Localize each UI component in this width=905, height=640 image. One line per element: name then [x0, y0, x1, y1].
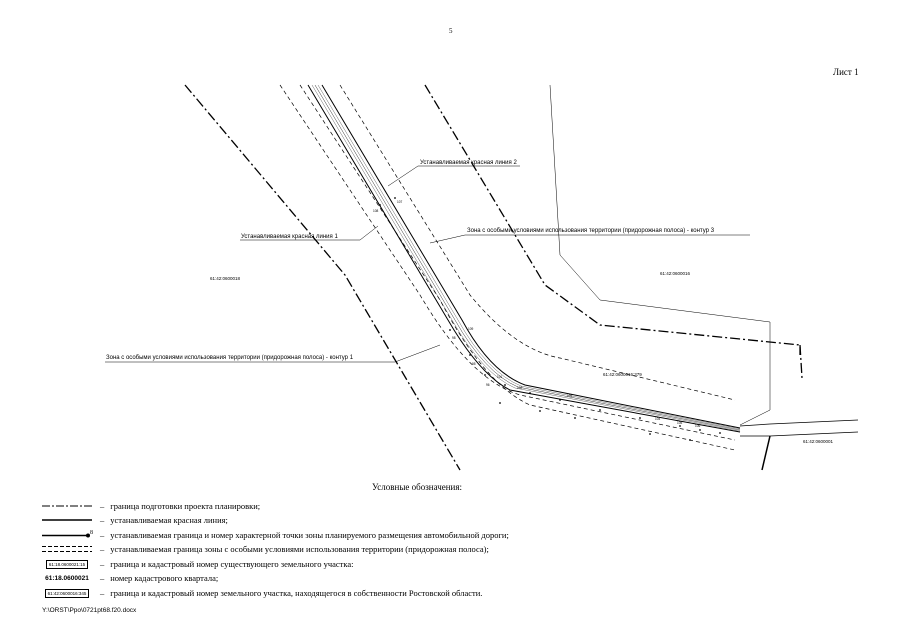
legend-dash: –: [100, 544, 105, 554]
sheet-label: Лист 1: [833, 67, 859, 77]
point-number: 98: [452, 336, 456, 340]
legend-symbol-point-line: 8: [40, 529, 94, 541]
legend-regional-parcel-box: 61:42:0600016:345: [44, 588, 90, 598]
legend-symbol-parcel-box: 61:18.0600021:15: [40, 558, 94, 570]
road-zone-boundary-right: [339, 84, 736, 401]
point-number: 102: [517, 386, 523, 390]
legend-row-existing-parcel: 61:18.0600021:15 – граница и кадастровый…: [40, 558, 354, 570]
point-number: 95: [472, 362, 476, 366]
road-edge-inner-1: [311, 84, 741, 432]
legend-row-zone-boundary: – устанавливаемая граница зоны с особыми…: [40, 543, 489, 555]
page-number: 5: [449, 27, 453, 35]
legend-text: номер кадастрового квартала;: [110, 573, 219, 583]
point-number: 96: [486, 383, 490, 387]
legend-dash: –: [100, 530, 105, 540]
cadastral-quarter-left: 61:42:0600018: [210, 276, 241, 281]
legend-symbol-quarter-number: 61:18.0600021: [40, 572, 94, 584]
planning-map: 98 95 96 101 102 103 104 105 106 107 108…: [105, 84, 859, 471]
road-zone-boundary-left: [279, 84, 736, 441]
legend-text: граница подготовки проекта планировки;: [110, 501, 261, 511]
legend-symbol-dash-dot: [40, 500, 94, 512]
leader-zone-1: [105, 344, 441, 363]
planning-boundary-right-stub: [799, 344, 803, 379]
legend-dash: –: [100, 588, 105, 598]
red-line-2: [321, 84, 741, 429]
legend-text: устанавливаемая граница и номер характер…: [110, 530, 509, 540]
legend-text: устанавливаемая граница зоны с особыми у…: [110, 544, 489, 554]
red-line-1: [307, 84, 741, 433]
legend-text: граница и кадастровый номер земельного у…: [110, 588, 483, 598]
parcel-boundary: [549, 84, 771, 426]
cadastral-parcel-small: 61:42:0600016:379: [603, 372, 642, 377]
legend-row-red-line: – устанавливаемая красная линия;: [40, 514, 228, 526]
file-path: Y:\ORST\Ppo\0721pt68.f20.docx: [42, 607, 137, 614]
legend-symbol-solid-line: [40, 514, 94, 526]
point-number: 108: [373, 209, 379, 213]
legend-text: устанавливаемая красная линия;: [110, 515, 228, 525]
label-red-line-1: Устанавливаемая красная линия 1: [241, 234, 338, 240]
legend-symbol-dashed-band: [40, 543, 94, 555]
point-number: 104: [655, 417, 661, 421]
point-number: 109: [468, 327, 474, 331]
road-point-numbers: 98 95 96 101 102 103 104 105 106 107 108…: [373, 200, 701, 428]
legend-row-road-zone-points: 8 – устанавливаемая граница и номер хара…: [40, 529, 509, 541]
legend-title: Условные обозначения:: [372, 482, 463, 492]
planning-boundary-left: [184, 84, 461, 471]
point-number: 103: [567, 394, 573, 398]
road-axis: [314, 84, 741, 431]
legend-row-cadastral-quarter: 61:18.0600021 – номер кадастрового кварт…: [40, 572, 218, 584]
quarter-boundary-bottom-right: [761, 435, 771, 471]
road-edge-inner-2: [317, 84, 741, 430]
point-number: 105: [677, 421, 683, 425]
label-red-line-2: Устанавливаемая красная линия 2: [420, 160, 517, 166]
label-zone-contour-1: Зона с особыми условиями использования т…: [106, 355, 354, 361]
road-continuation-top: [739, 419, 859, 427]
point-number: 101: [497, 375, 503, 379]
cadastral-quarter-right: 61:42:0600016: [660, 271, 691, 276]
legend-dash: –: [100, 515, 105, 525]
legend-row-regional-parcel: 61:42:0600016:345 – граница и кадастровы…: [40, 587, 482, 599]
leader-zone-3: [429, 234, 750, 244]
legend-dash: –: [100, 501, 105, 511]
legend-text: граница и кадастровый номер существующег…: [110, 559, 354, 569]
legend-dash: –: [100, 573, 105, 583]
road-points: [379, 197, 721, 441]
legend-symbol-regional-parcel-box: 61:42:0600016:345: [40, 587, 94, 599]
legend-point-number: 8: [90, 530, 93, 536]
legend-parcel-number-box: 61:18.0600021:15: [45, 559, 89, 569]
label-zone-contour-3: Зона с особыми условиями использования т…: [467, 228, 715, 234]
point-number: 107: [397, 200, 403, 204]
leader-red-line-2: [387, 165, 520, 187]
legend-dash: –: [100, 559, 105, 569]
road-continuation-bottom: [740, 431, 859, 437]
cadastral-quarter-bottom-right: 61:42:0600001: [803, 439, 834, 444]
road-zone-boundary-inner-left: [299, 84, 736, 451]
legend-quarter-number: 61:18.0600021: [45, 574, 89, 582]
leader-red-line-1: [240, 225, 379, 241]
point-number: 106: [695, 424, 701, 428]
legend-row-planning-boundary: – граница подготовки проекта планировки;: [40, 500, 260, 512]
planning-boundary-right: [424, 84, 801, 355]
